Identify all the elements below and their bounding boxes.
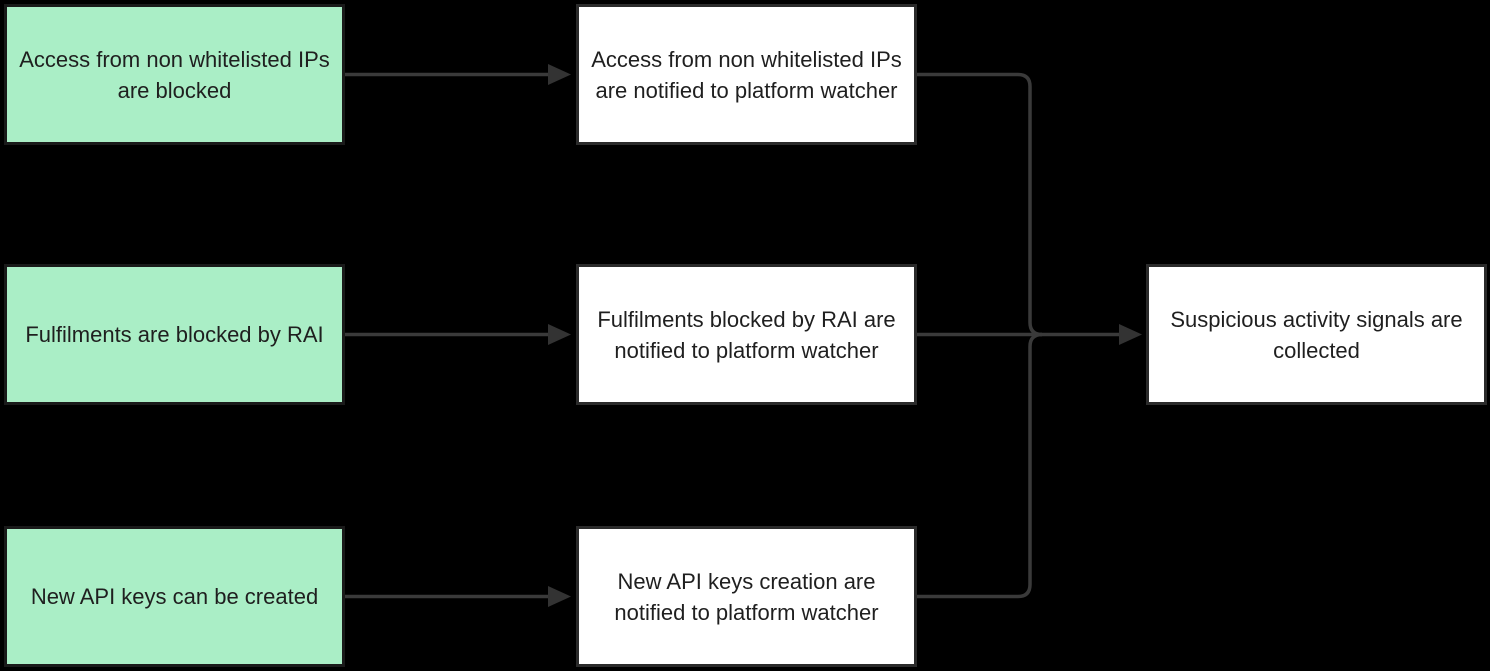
node-label: Fulfilments blocked by RAI are notified … — [597, 306, 896, 363]
node-non-whitelisted-ips-notified: Access from non whitelisted IPs are noti… — [576, 4, 917, 145]
node-label: Access from non whitelisted IPs are noti… — [591, 46, 902, 103]
edge-bottom-merge-line — [917, 332, 1043, 599]
node-new-api-keys-created: New API keys can be created — [4, 526, 345, 667]
edge-top-merge-line — [917, 72, 1043, 337]
node-non-whitelisted-ips-blocked: Access from non whitelisted IPs are bloc… — [4, 4, 345, 145]
arrowhead-icon — [548, 586, 571, 607]
node-label: New API keys creation are notified to pl… — [614, 568, 879, 625]
node-label: Fulfilments are blocked by RAI — [25, 322, 324, 347]
node-fulfilments-blocked: Fulfilments are blocked by RAI — [4, 264, 345, 405]
node-label: Access from non whitelisted IPs are bloc… — [19, 46, 330, 103]
arrowhead-icon — [548, 64, 571, 85]
arrowhead-icon — [1119, 324, 1142, 345]
node-label: New API keys can be created — [30, 584, 319, 609]
node-label: Suspicious activity signals are collecte… — [1170, 306, 1463, 363]
arrowhead-icon — [548, 324, 571, 345]
node-new-api-keys-notified: New API keys creation are notified to pl… — [576, 526, 917, 667]
node-suspicious-signals-collected: Suspicious activity signals are collecte… — [1146, 264, 1487, 405]
node-fulfilments-notified: Fulfilments blocked by RAI are notified … — [576, 264, 917, 405]
